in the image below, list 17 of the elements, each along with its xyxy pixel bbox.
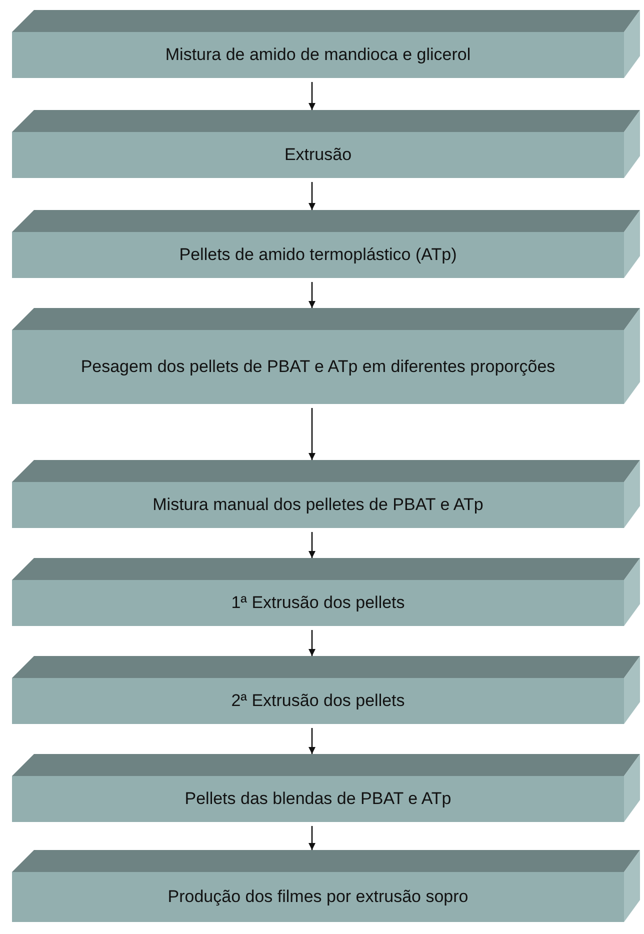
step-label: Mistura manual dos pelletes de PBAT e ATp [152, 494, 484, 516]
arrow [308, 532, 316, 558]
step-label: Produção dos filmes por extrusão sopro [168, 886, 468, 908]
step-label: Extrusão [284, 144, 352, 166]
arrow [308, 826, 316, 850]
arrow [308, 82, 316, 110]
step-label: Pesagem dos pellets de PBAT e ATp em diferentes proporções [80, 356, 556, 378]
step-label: Pellets de amido termoplástico (ATp) [179, 244, 457, 266]
arrow [308, 728, 316, 754]
arrow [308, 630, 316, 656]
arrow [308, 408, 316, 460]
step-label: 1ª Extrusão dos pellets [231, 592, 405, 614]
step-label: Mistura de amido de mandioca e glicerol [165, 44, 471, 66]
arrow [308, 182, 316, 210]
arrow [308, 282, 316, 308]
step-label: Pellets das blendas de PBAT e ATp [184, 788, 452, 810]
step-label: 2ª Extrusão dos pellets [231, 690, 405, 712]
